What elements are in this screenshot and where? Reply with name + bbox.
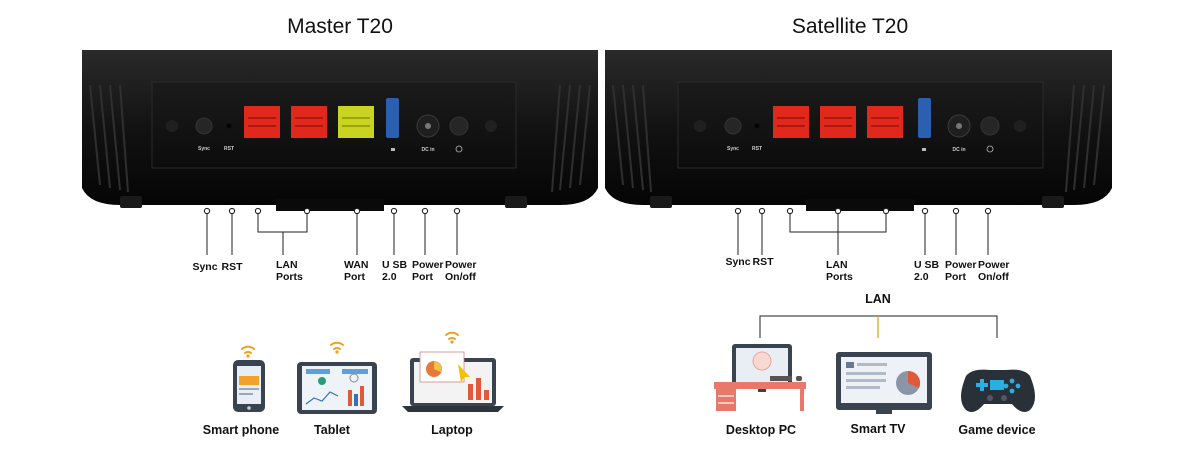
satellite-devices: Desktop PC Smart TV Game device: [714, 344, 1036, 437]
callout-rst: RST: [753, 256, 775, 268]
callout-usb: U SB: [382, 259, 408, 271]
callout-power-port-2: Port: [412, 271, 434, 283]
callout-lan: LAN: [826, 259, 848, 271]
callout-power-port: Power: [945, 259, 977, 271]
reset-hole: [754, 123, 760, 129]
satellite-title: Satellite T20: [792, 15, 908, 38]
satellite-callouts: Sync RST LAN Ports U SB 2.0 Power Port P…: [725, 207, 1010, 283]
panel-led: [1014, 120, 1026, 132]
lan-bus-label: LAN: [865, 292, 891, 306]
device-label-game-device: Game device: [958, 423, 1035, 437]
callout-wan-2: Port: [344, 271, 366, 283]
panel-label-sync: Sync: [198, 146, 210, 152]
panel-label-rst: RST: [752, 146, 762, 152]
laptop-icon: [402, 351, 504, 412]
router-stand: [806, 199, 914, 211]
game-device-icon: [961, 369, 1035, 412]
callout-power-onoff-2: On/off: [978, 271, 1009, 283]
lan-port-2: [291, 106, 327, 138]
power-button: [449, 116, 469, 136]
port-grooves: [777, 117, 899, 127]
callout-lan-2: Ports: [826, 271, 853, 283]
sync-button: [195, 117, 213, 135]
wifi-icon: [445, 331, 459, 340]
callout-sync: Sync: [725, 256, 750, 268]
router-fins: [612, 84, 1105, 193]
callout-usb-2: 2.0: [914, 271, 929, 283]
callout-lan: LAN: [276, 259, 298, 271]
device-label-laptop: Laptop: [431, 423, 473, 437]
sync-button: [724, 117, 742, 135]
router-foot: [650, 196, 672, 208]
tablet-icon: [297, 362, 377, 414]
lan-port-2: [820, 106, 856, 138]
port-grooves: [248, 117, 323, 127]
callout-power-onoff: Power: [978, 259, 1010, 271]
master-callouts: Sync RST LAN Ports WAN Port U SB 2.0 Pow…: [192, 207, 477, 283]
wan-port: [338, 106, 374, 138]
smartphone-icon: [233, 360, 265, 412]
lan-port-3: [867, 106, 903, 138]
panel-led: [166, 120, 178, 132]
satellite-router: Sync RST DC in: [605, 50, 1112, 211]
callout-power-onoff: Power: [445, 259, 477, 271]
device-label-smartphone: Smart phone: [203, 423, 279, 437]
satellite-section: Satellite T20: [605, 15, 1112, 437]
master-section: Master T20: [82, 15, 598, 437]
callout-sync: Sync: [192, 261, 217, 273]
callout-lan-2: Ports: [276, 271, 303, 283]
device-label-tablet: Tablet: [314, 423, 351, 437]
lan-port-1: [244, 106, 280, 138]
panel-label-rst: RST: [224, 146, 234, 152]
router-foot: [505, 196, 527, 208]
callout-usb-2: 2.0: [382, 271, 397, 283]
power-symbol: [986, 145, 994, 153]
master-devices: Smart phone Tablet Laptop: [203, 331, 504, 437]
callout-power-port-2: Port: [945, 271, 967, 283]
usb-port: [386, 98, 399, 138]
callout-usb: U SB: [914, 259, 940, 271]
callout-power-port: Power: [412, 259, 444, 271]
lan-port-1: [773, 106, 809, 138]
wifi-icon: [241, 345, 255, 354]
panel-label-dc: DC in: [952, 147, 965, 153]
router-foot: [120, 196, 142, 208]
panel-led: [485, 120, 497, 132]
device-label-desktop-pc: Desktop PC: [726, 423, 796, 437]
panel-label-dc: DC in: [421, 147, 434, 153]
master-router: Sync RST DC in: [82, 50, 598, 211]
satellite-lan-bus: LAN: [759, 292, 998, 338]
panel-label-sync: Sync: [727, 146, 739, 152]
power-symbol: [455, 145, 463, 153]
router-foot: [1042, 196, 1064, 208]
router-stand: [276, 199, 384, 211]
callout-wan: WAN: [344, 259, 369, 271]
power-button: [980, 116, 1000, 136]
usb-symbol: [922, 148, 926, 151]
wifi-icon: [330, 341, 344, 350]
device-label-smart-tv: Smart TV: [851, 422, 907, 436]
callout-power-onoff-2: On/off: [445, 271, 476, 283]
panel-led: [694, 120, 706, 132]
desktop-pc-icon: [714, 344, 806, 411]
usb-port: [918, 98, 931, 138]
smart-tv-icon: [836, 352, 932, 414]
reset-hole: [226, 123, 232, 129]
master-title: Master T20: [287, 15, 393, 38]
usb-symbol: [391, 148, 395, 151]
callout-rst: RST: [222, 261, 244, 273]
router-fins: [89, 84, 591, 193]
